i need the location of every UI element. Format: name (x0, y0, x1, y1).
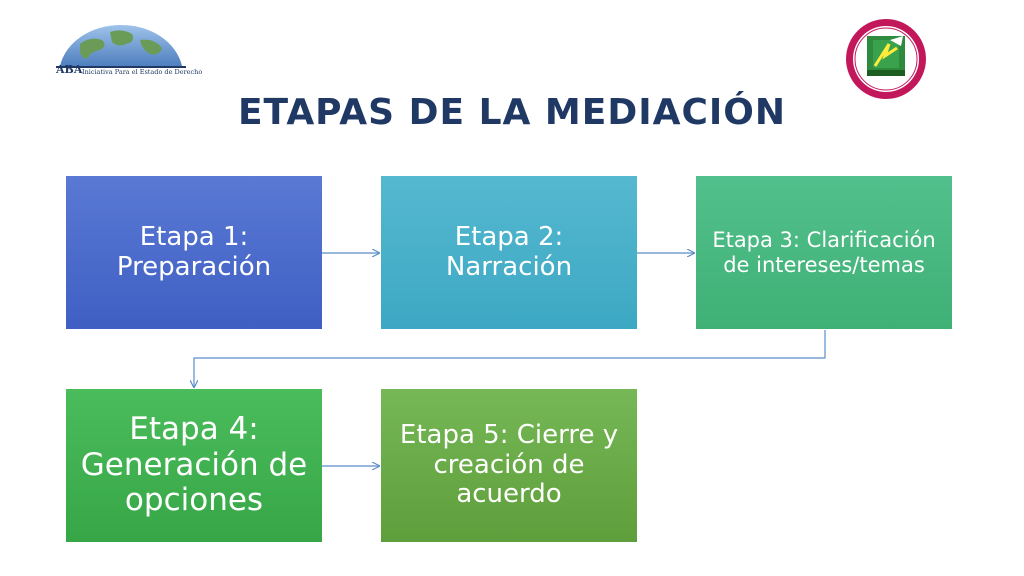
page-title: ETAPAS DE LA MEDIACIÓN (237, 92, 787, 133)
arrow-3-4 (194, 330, 826, 387)
aba-logo-text: Iniciativa Para el Estado de Derecho (82, 68, 203, 76)
aba-logo (50, 14, 192, 86)
seal-icon (846, 19, 926, 99)
stage-5-label: Etapa 5: Cierre y creación de acuerdo (399, 419, 619, 510)
university-seal (845, 18, 927, 100)
stage-4-label: Etapa 4: Generación de opciones (80, 411, 308, 519)
stage-2-box: Etapa 2: Narración (381, 176, 637, 329)
stage-4-box: Etapa 4: Generación de opciones (66, 389, 322, 542)
aba-abbr: ABA (56, 63, 83, 76)
stage-2-label: Etapa 2: Narración (445, 221, 573, 282)
stage-5-box: Etapa 5: Cierre y creación de acuerdo (381, 389, 637, 542)
stage-1-box: Etapa 1: Preparación (66, 176, 322, 329)
stage-3-box: Etapa 3: Clarificación de intereses/tema… (696, 176, 952, 329)
stage-1-label: Etapa 1: Preparación (116, 221, 272, 282)
globe-icon (56, 24, 186, 68)
stage-3-label: Etapa 3: Clarificación de intereses/tema… (712, 228, 936, 277)
